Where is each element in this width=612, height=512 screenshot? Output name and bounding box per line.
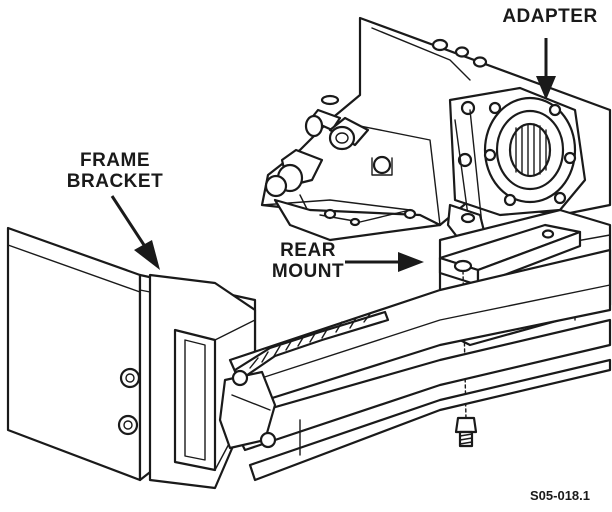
adapter-label: ADAPTER xyxy=(495,6,605,27)
rear-mount-label-line1: REAR xyxy=(280,240,336,261)
bracket-hardware xyxy=(218,369,277,450)
shift-linkage xyxy=(264,108,393,198)
rear-mount-label-line2: MOUNT xyxy=(271,261,345,282)
figure-id: S05-018.1 xyxy=(530,488,590,503)
long-rail xyxy=(228,248,612,482)
transmission-pan xyxy=(273,198,442,242)
rear-mount-arrow xyxy=(345,252,424,272)
rail-strap xyxy=(233,310,390,382)
frame-bracket-label-line2: BRACKET xyxy=(66,171,164,192)
rear-mount-label: REAR MOUNT xyxy=(268,240,348,282)
frame-bracket-label: FRAME BRACKET xyxy=(60,150,170,192)
adapter-housing xyxy=(446,86,587,240)
rear-mount xyxy=(438,223,582,287)
adapter-arrow xyxy=(536,38,556,100)
frame-bracket-arrow xyxy=(110,195,160,270)
adapter-label-text: ADAPTER xyxy=(502,6,598,27)
frame-bracket-label-line1: FRAME xyxy=(79,150,151,171)
